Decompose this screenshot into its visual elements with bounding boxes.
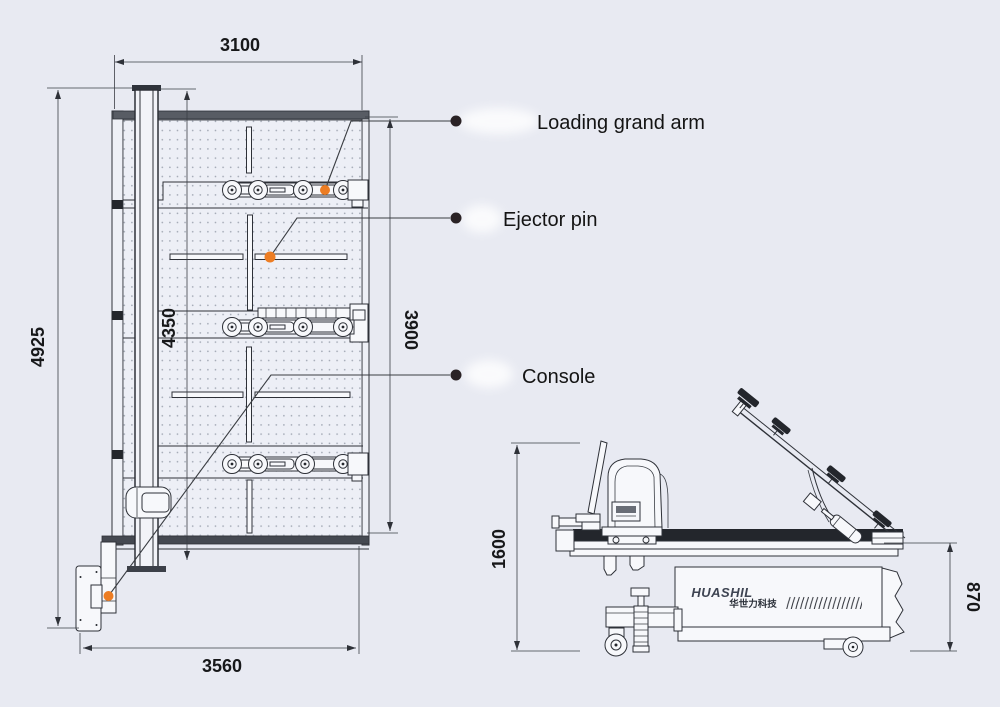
dimension-4925: 4925: [28, 87, 133, 629]
mast-column: [127, 85, 166, 572]
base-plinth: [677, 626, 891, 642]
outrigger-assembly: [604, 587, 683, 657]
panel-top-bar: [112, 110, 370, 120]
under-table-tab: [629, 555, 645, 571]
strut-bracket: [802, 492, 822, 511]
rail-marker: [111, 311, 123, 320]
ejector-pin-slots: [169, 126, 351, 534]
dimension-3100: 3100: [114, 35, 363, 110]
lift-cylinder: [820, 507, 863, 544]
arm-roller: [293, 317, 313, 337]
dim-height-right: 3900: [401, 310, 421, 350]
loading-arm-row-3: [222, 452, 369, 482]
side-base: [677, 626, 891, 658]
leader-line: [108, 374, 450, 597]
loading-arm-row-2: [222, 303, 369, 343]
callout-console: Console: [103, 366, 595, 601]
erased-text-smudge: [462, 205, 502, 233]
target-point: [320, 185, 330, 195]
leader-line: [269, 217, 450, 258]
console-screen: [90, 584, 103, 609]
callout-dot: [450, 212, 462, 224]
arm-end-bracket: [347, 179, 369, 201]
arm-roller: [295, 454, 315, 474]
dimension-1600: 1600: [489, 442, 580, 652]
dimension-4350: 4350: [158, 88, 196, 560]
mast-cap: [132, 85, 161, 91]
rail-marker: [111, 450, 123, 459]
saw-head: [575, 440, 669, 576]
rear-wheel: [842, 636, 864, 658]
caster-wheel: [604, 633, 628, 657]
console-stand: [100, 541, 117, 614]
tilt-panel: [587, 440, 608, 515]
erased-text-smudge: [465, 360, 513, 388]
callout-loading-grand-arm: Loading grand arm: [320, 112, 705, 195]
target-point: [103, 591, 114, 601]
callouts: Loading grand arm Ejector pin Console: [103, 108, 705, 601]
target-point: [264, 251, 276, 263]
front-view: 3100 4925 4350 3900: [28, 35, 421, 676]
rail-marker: [111, 200, 123, 209]
callout-label: Loading grand arm: [537, 112, 705, 134]
dim-height-inner: 4350: [159, 308, 179, 348]
mast-foot: [127, 566, 166, 572]
suction-pad: [826, 465, 846, 484]
callout-label: Ejector pin: [503, 209, 598, 231]
arm-roller: [248, 454, 268, 474]
callout-dot: [450, 115, 462, 127]
leveling-jack: [630, 587, 650, 653]
brand-subtitle: 华世力科技: [729, 598, 777, 610]
dimension-3900: 3900: [365, 116, 421, 534]
dimension-870: 870: [884, 542, 983, 652]
arm-roller: [222, 180, 242, 200]
dim-height-left: 4925: [28, 327, 48, 367]
console-unit: [75, 541, 117, 632]
arm-roller: [248, 317, 268, 337]
table-end-cap: [555, 529, 575, 552]
arm-roller: [293, 180, 313, 200]
arm-roller: [222, 317, 242, 337]
suction-pad: [737, 388, 760, 409]
side-view: HUASHIL 华世力科技: [489, 388, 983, 658]
mast-carriage: [125, 486, 172, 519]
callout-dot: [450, 369, 462, 381]
dim-width-bottom: 3560: [202, 656, 242, 676]
brand-logo: HUASHIL: [691, 585, 752, 600]
arm-end-tab: [351, 199, 364, 208]
panel-left-rail: [111, 110, 124, 546]
under-table-tab: [603, 555, 617, 576]
callout-ejector-pin: Ejector pin: [264, 209, 598, 263]
leader-line: [324, 120, 451, 191]
arm-end-tab: [351, 474, 363, 482]
suction-arm: [731, 388, 906, 545]
dim-height-table: 870: [963, 582, 983, 612]
suction-pad: [872, 510, 892, 529]
dim-width-top: 3100: [220, 35, 260, 55]
arm-roller: [248, 180, 268, 200]
vent-hatch: [786, 596, 862, 609]
arm-roller: [222, 454, 242, 474]
arm-end-bracket: [347, 452, 369, 476]
callout-label: Console: [522, 366, 595, 388]
erased-text-smudge: [459, 108, 539, 134]
dim-height-overall: 1600: [489, 529, 509, 569]
suction-pad: [771, 417, 791, 436]
arm-roller: [333, 317, 353, 337]
panel-bottom-rail: [101, 535, 370, 545]
side-body: HUASHIL 华世力科技: [674, 566, 905, 639]
dimension-3560: 3560: [79, 546, 360, 676]
